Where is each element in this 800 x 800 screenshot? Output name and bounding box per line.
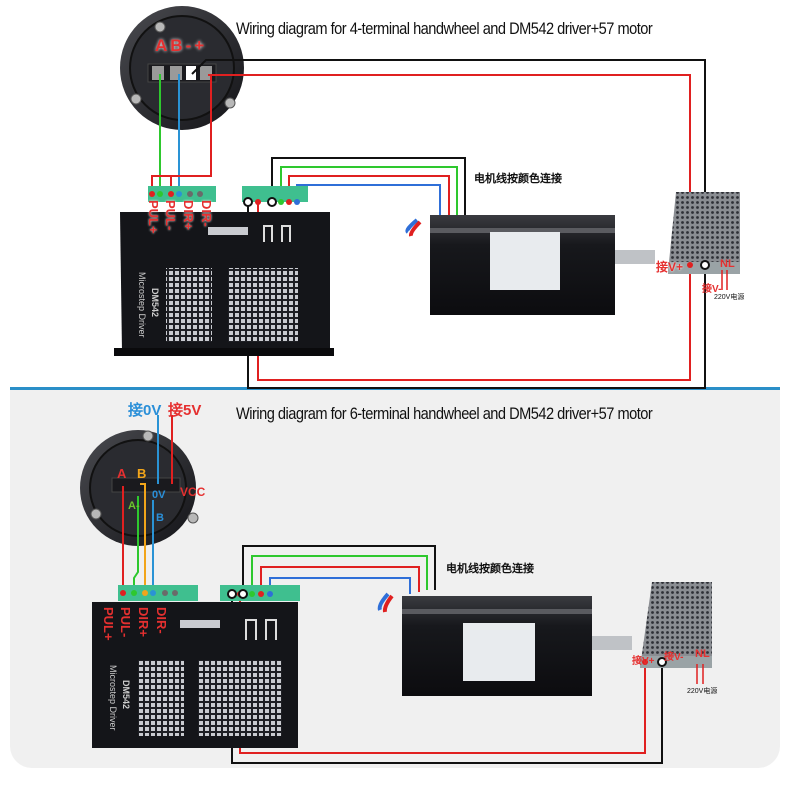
wire-green-a-minus (133, 496, 139, 587)
label-plus: + (194, 36, 208, 55)
psu-v-plus-label: 接V+ (656, 260, 684, 274)
psu-v-minus-label: 接V- (702, 284, 722, 295)
psu-v-plus-label: 接V+ (632, 656, 655, 667)
motor-shaft (615, 250, 655, 264)
psu-body (668, 192, 740, 272)
screw-icon (142, 430, 154, 442)
label-pul-minus: PUL- (118, 607, 133, 638)
top-diagram-title: Wiring diagram for 4-terminal handwheel … (236, 19, 653, 38)
label-pul-plus: PUL+ (146, 200, 161, 234)
psu-mains-label: 220V电源 (687, 688, 718, 695)
driver-model: DM542 (121, 680, 131, 710)
screw-icon (130, 93, 142, 105)
label-pul-plus: PUL+ (101, 607, 116, 641)
label-dir-minus: DIR- (154, 607, 169, 634)
motor-note: 电机线按颜色连接 (474, 173, 562, 185)
label-a: A (117, 466, 127, 481)
psu-nl-label: NL (720, 258, 735, 270)
label-pul-minus: PUL- (163, 200, 178, 231)
motor-nameplate (463, 623, 535, 681)
label-b: B (170, 36, 186, 55)
motor-note: 电机线按颜色连接 (446, 563, 534, 575)
wire-motor-red (260, 566, 420, 593)
handwheel-terminal-labels: AB-+ (155, 36, 207, 56)
top-motor (405, 215, 655, 315)
label-b: B (137, 466, 147, 481)
screw-icon (90, 508, 102, 520)
label-minus: - (185, 36, 195, 55)
driver-brand-text: Microstep Driver (137, 272, 147, 338)
screw-icon (154, 21, 166, 33)
signal-terminal-block (118, 585, 198, 601)
wire-motor-black (242, 545, 436, 593)
label-dir-plus: DIR+ (181, 200, 196, 230)
bottom-power-supply (640, 582, 712, 684)
screw-icon (224, 97, 236, 109)
top-power-supply (668, 192, 740, 290)
bottom-diagram-title: Wiring diagram for 6-terminal handwheel … (236, 404, 653, 423)
psu-nl-label: NL (695, 648, 710, 660)
bottom-driver (92, 585, 300, 748)
psu-mains-label: 220V电源 (714, 294, 745, 301)
screw-icon (187, 512, 199, 524)
psu-body (640, 582, 712, 668)
bottom-motor (377, 592, 632, 696)
wire-motor-green (280, 166, 458, 220)
power-terminal-block (242, 186, 308, 202)
wire-motor-red (288, 175, 450, 218)
label-connect-0v: 接0V (128, 402, 162, 419)
wire-orange-b (140, 483, 146, 587)
driver-model: DM542 (150, 288, 160, 318)
wire-red-pul (151, 75, 212, 190)
label-dir-plus: DIR+ (136, 607, 151, 637)
motor-nameplate (490, 232, 560, 290)
label-a: A (155, 36, 171, 55)
top-handwheel (120, 6, 244, 130)
label-vcc: VCC (180, 485, 206, 499)
top-driver (114, 186, 334, 356)
driver-brand-text: Microstep Driver (108, 665, 118, 731)
wire-motor-green (251, 555, 428, 593)
psu-v-minus-label: 接V- (664, 652, 684, 663)
bottom-handwheel (80, 430, 199, 546)
label-dir-minus: DIR- (199, 200, 214, 227)
label-a-minus: A- (128, 500, 140, 512)
label-b-minus: B (156, 512, 164, 524)
wire-black-minus (191, 59, 706, 265)
wire-motor-black (271, 157, 466, 225)
motor-shaft (592, 636, 632, 650)
label-0v: 0V (152, 489, 166, 501)
label-connect-5v: 接5V (168, 402, 202, 419)
